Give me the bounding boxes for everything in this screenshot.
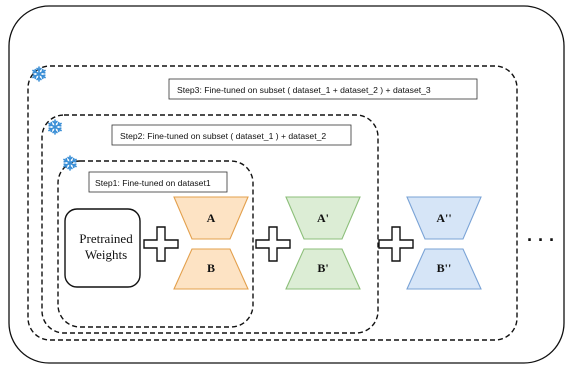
- adapter-a-prime-label: A': [317, 211, 329, 225]
- adapter-a-double-prime-trapezoid: [406, 196, 482, 240]
- adapter-3: A'' B'': [406, 196, 482, 290]
- adapter-b-double-prime-label: B'': [437, 261, 452, 275]
- adapter-a-prime-trapezoid: [285, 196, 361, 240]
- adapter-a-double-prime-label: A'': [436, 211, 451, 225]
- pretrained-label-line1: Pretrained: [79, 231, 133, 246]
- continuation-ellipsis: · · ·: [527, 230, 555, 250]
- step2-container: [41, 114, 379, 334]
- adapter-b-label: B: [207, 261, 215, 275]
- step1-container: [57, 160, 254, 328]
- adapter-2: A' B': [285, 196, 361, 290]
- step1-label-box: [88, 171, 228, 193]
- adapter-a-trapezoid: [173, 196, 249, 240]
- adapter-b-prime-label: B': [317, 261, 328, 275]
- adapter-b-prime-trapezoid: [285, 248, 361, 290]
- adapter-b-double-prime-trapezoid: [406, 248, 482, 290]
- step2-label-box: [111, 124, 352, 146]
- pretrained-label-line2: Weights: [85, 247, 127, 262]
- step2-label: Step2: Fine-tuned on subset ( dataset_1 …: [120, 131, 326, 141]
- adapter-b-trapezoid: [173, 248, 249, 290]
- adapter-a-label: A: [207, 211, 216, 225]
- step1-label: Step1: Fine-tuned on dataset1: [95, 178, 211, 188]
- adapter-1: A B: [173, 196, 249, 290]
- pretrained-weights-box: [64, 208, 141, 288]
- step3-label: Step3: Fine-tuned on subset ( dataset_1 …: [177, 85, 431, 95]
- step3-label-box: [168, 78, 478, 100]
- step3-container: [27, 65, 518, 341]
